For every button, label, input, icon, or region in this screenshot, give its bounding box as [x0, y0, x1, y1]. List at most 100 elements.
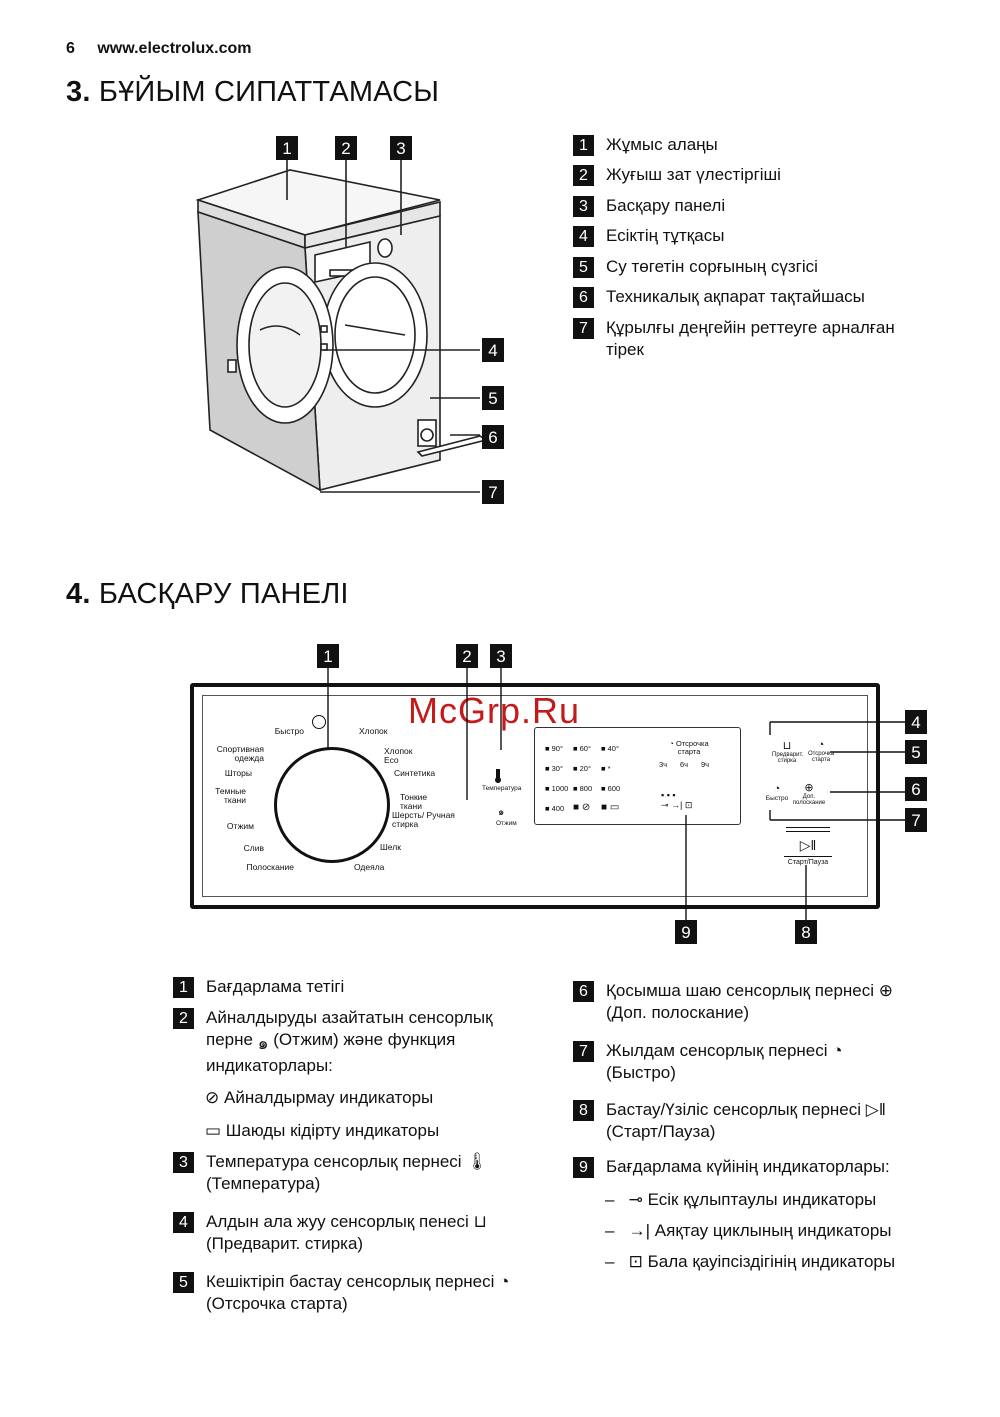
play-pause-icon: ▷‖: [799, 837, 817, 853]
thermometer-icon: 🌡: [466, 1152, 488, 1171]
panel-callout-7: 7: [905, 808, 927, 832]
temp-40: ■ 40°: [601, 744, 619, 753]
section3-number: 3.: [66, 76, 91, 108]
no-spin-indicator: ■ ⊘: [573, 802, 591, 813]
temp-cold: ■ *: [601, 764, 611, 773]
site-url: www.electrolux.com: [97, 40, 252, 57]
panel-callout-4: 4: [905, 710, 927, 734]
page-header: 6 www.electrolux.com: [66, 40, 251, 58]
callout-7: 7: [482, 480, 504, 504]
cycle-end-legend: – →| Аяқтау циклының индикаторы: [605, 1221, 892, 1240]
dial-indicator-light: [312, 715, 326, 729]
temp-30: ■ 30°: [545, 764, 563, 773]
play-pause-icon: ▷‖: [865, 1100, 886, 1119]
section4-heading: 4. БАСҚАРУ ПАНЕЛІ: [66, 578, 349, 611]
callout-5: 5: [482, 386, 504, 410]
prog-spin: Отжим: [226, 821, 254, 831]
rinse-hold-indicator: ■ ▭: [601, 802, 620, 813]
legend-item: 3 Температура сенсорлық пернесі 🌡(Темпер…: [173, 1151, 533, 1195]
prog-quick: Быстро: [274, 726, 304, 736]
child-lock-legend: – ⊡ Бала қауіпсіздігінің индикаторы: [605, 1252, 896, 1271]
no-spin-icon: ⊘: [205, 1088, 220, 1107]
delay-9h: 9ч: [701, 760, 710, 769]
start-divider: [786, 827, 830, 832]
prewash-icon: ⊔: [782, 740, 792, 752]
page-number: 6: [66, 40, 75, 57]
temperature-button[interactable]: Температура: [482, 769, 521, 792]
prog-cotton: Хлопок: [359, 726, 388, 736]
legend-item: 5 Кешіктіріп бастау сенсорлық пернесі ◔(…: [173, 1271, 533, 1315]
spin-600: ■ 600: [601, 784, 621, 793]
legend-item: 2 Айналдыруды азайтатын сенсорлық перне …: [173, 1007, 533, 1077]
watermark: McGrp.Ru: [408, 690, 581, 731]
extra-rinse-icon: ⊕: [804, 782, 814, 794]
rinse-hold-icon: ▭: [205, 1121, 222, 1140]
panel-callout-2: 2: [456, 644, 478, 668]
extra-rinse-label: Доп. полоскание: [792, 794, 826, 806]
extra-rinse-button[interactable]: ⊕ Доп. полоскание: [792, 781, 826, 806]
section4-number: 4.: [66, 578, 91, 610]
panel-callout-1: 1: [317, 644, 339, 668]
quick-icon: ◔: [832, 1041, 843, 1060]
prewash-label: Предварит. стирка: [772, 752, 804, 764]
program-dial[interactable]: [274, 747, 390, 863]
spin-400: ■ 400: [545, 804, 565, 813]
spin-icon: ๑: [257, 1034, 269, 1053]
callout-4: 4: [482, 338, 504, 362]
washing-machine-illustration: [195, 160, 488, 493]
prog-sport: Спортивная одежда: [216, 744, 264, 763]
prog-rinse: Полоскание: [246, 862, 295, 872]
cycle-end-icon: →|: [628, 1221, 651, 1240]
start-pause-button[interactable]: ▷‖ Старт/Пауза: [784, 837, 832, 866]
no-spin-legend: ⊘ Айналдырмау индикаторы: [205, 1088, 434, 1107]
prog-drain: Слив: [243, 843, 264, 853]
start-pause-label: Старт/Пауза: [784, 856, 832, 866]
callout-1: 1: [276, 136, 298, 160]
spin-label: Отжим: [496, 820, 517, 827]
spin-icon: ๑: [498, 807, 505, 818]
spin-800: ■ 800: [573, 784, 593, 793]
delay-start-button[interactable]: ◔ Отсрочка старта: [806, 739, 836, 763]
spin-1000: ■ 1000: [545, 784, 569, 793]
panel-callout-9: 9: [675, 920, 697, 944]
panel-callout-6: 6: [905, 777, 927, 801]
legend-item: 7 Жылдам сенсорлық пернесі ◔(Быстро): [573, 1040, 913, 1084]
callout-2: 2: [335, 136, 357, 160]
delay-label: Отсрочка старта: [807, 751, 835, 763]
rinse-hold-legend: ▭ Шаюды кідірту индикаторы: [205, 1121, 440, 1140]
callout-6: 6: [482, 425, 504, 449]
control-panel: Быстро Спортивная одежда Шторы Темные тк…: [190, 683, 880, 909]
legend-item: 6 Қосымша шаю сенсорлық пернесі ⊕(Доп. п…: [573, 980, 913, 1024]
prog-wool: Шерсть/ Ручная стирка: [392, 810, 455, 829]
prog-cotton-eco: Хлопок Eco: [384, 746, 413, 765]
panel-callout-3: 3: [490, 644, 512, 668]
prewash-button[interactable]: ⊔ Предварит. стирка: [772, 739, 804, 764]
delay-6h: 6ч: [680, 760, 689, 769]
door-lock-legend: – ⊸ Есік құлыптаулы индикаторы: [605, 1190, 877, 1209]
panel-inner: [202, 695, 868, 897]
prog-synthetics: Синтетика: [394, 768, 436, 778]
prewash-icon: ⊔: [473, 1212, 487, 1231]
panel-callout-8: 8: [795, 920, 817, 944]
quick-button[interactable]: ◔ Быстро: [762, 783, 792, 802]
delay-3h: 3ч: [659, 760, 668, 769]
spin-button[interactable]: ๑ Отжим: [496, 805, 517, 827]
section4-title: БАСҚАРУ ПАНЕЛІ: [98, 578, 349, 610]
prog-silk: Шелк: [380, 842, 401, 852]
callout-3: 3: [390, 136, 412, 160]
legend-item: 8 Бастау/Үзіліс сенсорлық пернесі ▷‖(Ста…: [573, 1099, 913, 1143]
section3-title: БҰЙЫМ СИПАТТАМАСЫ: [98, 76, 440, 108]
delay-icon: ◔: [499, 1272, 510, 1291]
panel-callout-5: 5: [905, 740, 927, 764]
temp-60: ■ 60°: [573, 744, 591, 753]
thermometer-icon: [495, 769, 501, 783]
panel-callout-lines: [327, 668, 905, 922]
